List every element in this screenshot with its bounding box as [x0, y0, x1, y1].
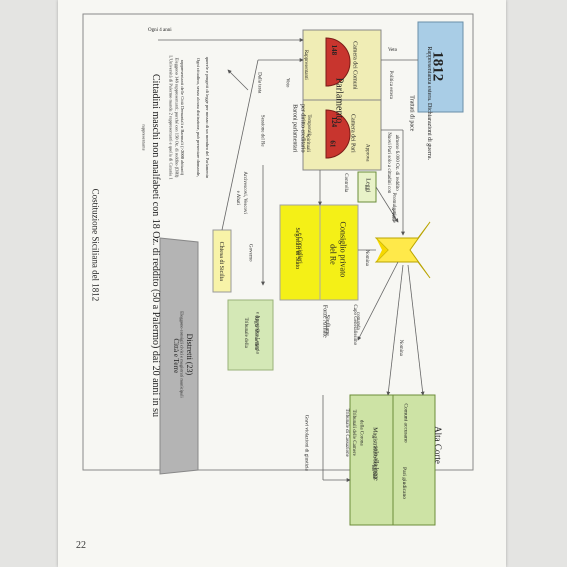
giudici-1: Tribunale di Cassazione — [343, 408, 349, 457]
baroni-1: Baroni parlamentari — [291, 104, 298, 153]
camera-comuni-label: Camera dei Comuni — [351, 41, 358, 90]
comuni-seats-label: Rappresentanti — [302, 49, 308, 80]
comuni-seats-chart — [325, 37, 351, 87]
comuni-seats-value: 148 — [330, 44, 339, 56]
eletti-line-4: rappresentante — [141, 124, 147, 151]
eletti-line-1: Eleggono 148 rappresentanti; purché con … — [174, 57, 180, 178]
sessione-re-label: Sessione del Re — [259, 114, 265, 147]
tribunale-box — [227, 299, 274, 371]
arcivescovi-1: Arcivescovi, Vescovi — [241, 171, 247, 214]
distretti-title: Distretti (23) — [185, 333, 195, 376]
year-note-1: Rappresentanza estera. Dichiarazioni di … — [426, 46, 433, 161]
consiglio-box — [279, 204, 359, 301]
book-page: 1812 Rappresentanza estera. Dichiarazion… — [58, 0, 506, 567]
voto-label: Voto — [284, 78, 290, 88]
governo-label: Governo — [247, 244, 253, 262]
promulgazione-2: e Veto — [390, 208, 396, 222]
year-box — [417, 21, 464, 113]
alta-corte-col-1: Comuni accusano — [402, 403, 409, 443]
chiesa-label: Chiesa di Sicilia — [217, 241, 224, 281]
eletti-line-3: L'Università di Palermo manda 2 rapprese… — [168, 55, 174, 180]
controlla-label: Controlla — [343, 173, 349, 193]
baroni-2: per diritto ereditario — [299, 104, 306, 153]
politica-estera-label: Politica estera — [387, 70, 393, 99]
forze-armate-2: Siciliane — [323, 314, 330, 336]
ogni-4-anni-label: Ogni 4 anni — [148, 28, 172, 33]
giudici-2: Tribunali delle Camere — [350, 409, 356, 456]
citizens-line: Cittadini maschi non analfabeti con 18 O… — [149, 74, 161, 417]
distretti-shape — [159, 237, 199, 475]
leggi-label: Leggi — [364, 178, 371, 193]
note-line-2: querele e progetti di legge per mezzo di… — [205, 56, 211, 179]
pari-seats-chart — [325, 109, 351, 159]
grazia2-label: Gravi violazioni di giustizia — [303, 414, 309, 471]
constitution-diagram — [82, 13, 474, 526]
nuovi-pari-1: Nuovi Pari solo a cittadini con — [386, 132, 392, 194]
alta-corte-col-2: Pari giudicano — [400, 467, 407, 499]
pari-seats-temporali-value: 124 — [330, 116, 339, 128]
eletti-line-2: rappresentanti delle Città Demaniali o B… — [180, 59, 186, 176]
consiglio-body-2: e Consiglieri — [296, 232, 303, 264]
tribunale-3: e Apostolica Legazia — [254, 311, 260, 354]
veto-label: Veto — [388, 48, 398, 53]
arcivescovi-2: e Abati — [234, 190, 240, 205]
nomina2-label: Nomina — [397, 339, 403, 356]
alta-corte-title: Alta Corte — [432, 426, 443, 464]
nuovi-pari-2: almeno 6.000 Oz. di reddito — [393, 134, 399, 191]
capo-comandante-2: comanda — [354, 311, 360, 330]
giudici-3: della Corona — [358, 419, 364, 446]
consiglio-title-1: Consiglio privato — [338, 221, 348, 278]
page-number: 22 — [76, 540, 86, 551]
magistratura-2: solo alla legge — [372, 445, 379, 481]
tribunale-1: Tribunale della — [242, 317, 248, 348]
year-note-2: Trattati di pace — [408, 95, 415, 132]
approva-label: Approva — [364, 144, 370, 162]
consiglio-title-2: del Re — [328, 244, 338, 265]
pari-temporali-label: Temporali — [305, 114, 311, 135]
dalla-testa-label: Dalla testa — [256, 72, 262, 94]
pari-seats-spirituali-value: 61 — [328, 140, 337, 148]
diagram-caption: Costituzione Siciliana del 1812 — [90, 188, 101, 302]
note-line-1: Ogni cittadino, senza alcuna distinzione… — [196, 57, 202, 178]
nomina-label: Nomina — [363, 249, 369, 266]
distretti-note: Eleggono consigli civici e magistrati mu… — [179, 311, 185, 398]
diagram-frame — [82, 13, 474, 471]
camera-pari-label: Camera dei Pari — [349, 113, 356, 153]
